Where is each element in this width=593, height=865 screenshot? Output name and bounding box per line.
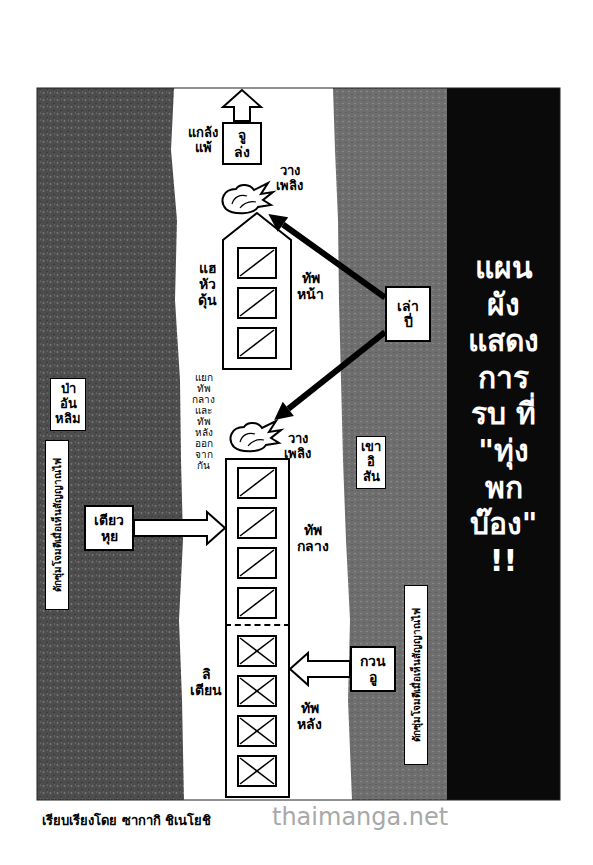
fire-node: วาง เพลิง	[228, 420, 280, 452]
commander-box: เล่า ปี่	[385, 286, 431, 342]
fire-node: วาง เพลิง	[220, 182, 272, 214]
tactic-note: แกล้ง แพ้	[188, 126, 218, 156]
unit-square	[238, 248, 276, 278]
retreat-arrow	[223, 90, 261, 121]
node-text: เตียว หุย	[94, 512, 124, 544]
node-text: เล่า ปี่	[397, 298, 419, 330]
commander-box: กวน อู	[350, 646, 396, 692]
vanguard-outline	[222, 212, 292, 370]
unit-square	[238, 548, 276, 578]
unit-square-x	[238, 756, 276, 786]
fire-order-arrow	[268, 214, 385, 298]
title-holder: แผน ผัง แสดง การ รบ ที่ "ทุ่ง พก บ๊อง" !…	[447, 250, 560, 579]
unit-square-x	[238, 676, 276, 706]
valley-road	[171, 88, 352, 800]
fire-symbol	[231, 421, 281, 451]
place-name: ป่า อัน หลิม	[50, 378, 86, 431]
unit-square	[238, 288, 276, 318]
fire-symbol	[223, 183, 273, 213]
unit-square-x	[238, 636, 276, 666]
unit-square	[238, 468, 276, 498]
node-text: จู ล่ง	[234, 127, 250, 159]
rear-column: ลิ เตียนทัพ หลัง	[225, 626, 290, 798]
commander-box: เตียว หุย	[84, 505, 134, 551]
attack-arrow	[134, 512, 225, 544]
vanguard-outline-shape	[223, 213, 291, 369]
node-text: วาง เพลิง	[276, 164, 303, 194]
title-strip	[447, 88, 560, 800]
node-text: ดักซุ่มโจมตีเมื่อเห็นสัญญาณไฟ	[50, 458, 65, 592]
watermark: thaimanga.net	[272, 804, 448, 832]
order-box: ดักซุ่มโจมตีเมื่อเห็นสัญญาณไฟ	[45, 440, 69, 610]
attack-arrow-shape	[290, 653, 350, 685]
arrow-shaft	[288, 332, 385, 409]
node-text: ลิ เตียน	[190, 666, 222, 698]
vanguard-column: แฮ หัว ดุ้นทัพ หน้า	[222, 212, 292, 370]
unit-square-x	[238, 716, 276, 746]
attack-arrow-shape	[134, 512, 225, 544]
middle-column: ทัพ กลาง	[225, 458, 290, 626]
order-box: ดักซุ่มโจมตีเมื่อเห็นสัญญาณไฟ	[404, 585, 428, 765]
tactic-note: แยก ทัพ กลาง และ ทัพ หลัง ออก จาก กัน	[192, 372, 215, 471]
place-name: เขา อิ สัน	[356, 436, 386, 489]
commander-box: จู ล่ง	[222, 122, 262, 165]
unit-square	[238, 328, 276, 358]
unit-square	[238, 508, 276, 538]
panel-frame	[37, 88, 560, 800]
title-text: แผน ผัง แสดง การ รบ ที่ "ทุ่ง พก บ๊อง" !…	[468, 250, 539, 579]
node-text: ทัพ หน้า	[297, 270, 324, 302]
node-text: แฮ หัว ดุ้น	[198, 260, 217, 308]
node-text: ทัพ กลาง	[297, 522, 329, 554]
unit-square	[238, 588, 276, 618]
node-text: กวน อู	[360, 653, 386, 685]
node-text: ทัพ หลัง	[297, 700, 322, 732]
node-text: ดักซุ่มโจมตีเมื่อเห็นสัญญาณไฟ	[409, 608, 424, 742]
credit-text: เรียบเรียงโดย ซากากิ ชิเนโยชิ	[42, 814, 211, 829]
attack-arrow	[290, 653, 350, 685]
